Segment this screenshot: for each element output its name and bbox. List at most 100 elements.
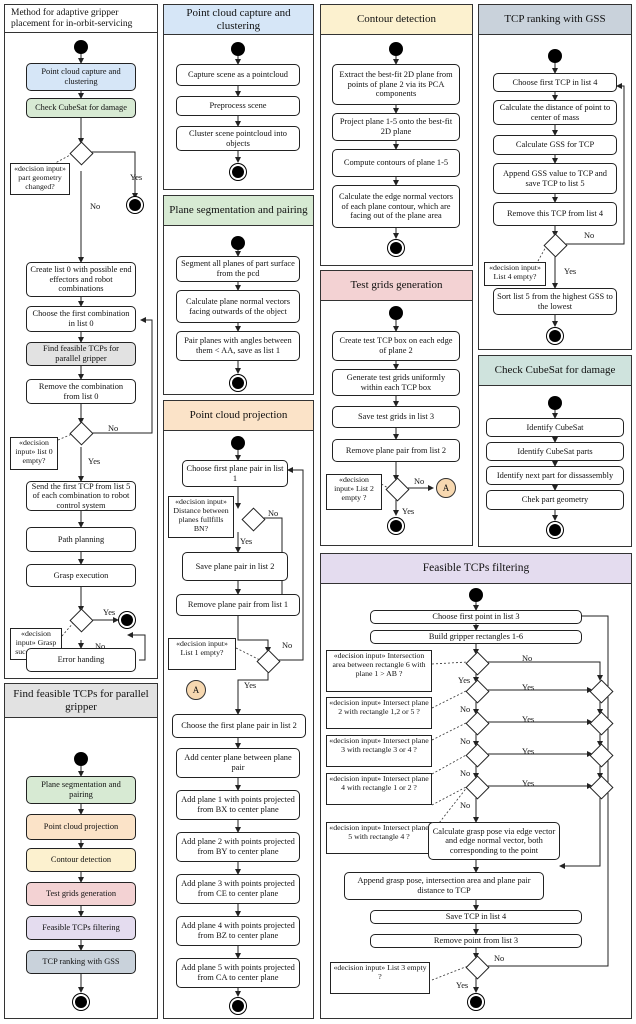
main-end-node-2 bbox=[121, 614, 133, 626]
proj-step-plane1: Add plane 1 with points projected from B… bbox=[176, 790, 300, 820]
ranking-start-node bbox=[548, 49, 562, 63]
contour-step-extract: Extract the best-fit 2D plane from point… bbox=[332, 64, 460, 105]
main-step-find-tcps: Find feasible TCPs for parallel gripper bbox=[26, 342, 136, 366]
find-step-testgrids: Test grids generation bbox=[26, 882, 136, 906]
label-yes: Yes bbox=[402, 507, 415, 516]
find-tcps-start-node bbox=[74, 752, 88, 766]
main-method-title: Method for adaptive gripper placement fo… bbox=[5, 5, 157, 33]
label-yes: Yes bbox=[458, 676, 471, 685]
contour-step-project: Project plane 1-5 onto the best-fit 2D p… bbox=[332, 113, 460, 141]
rank-step-distance: Calculate the distance of point to cente… bbox=[493, 100, 617, 125]
main-step-grasp-execution: Grasp execution bbox=[26, 564, 136, 587]
label-no: No bbox=[584, 231, 595, 240]
capture-step-preprocess: Preprocess scene bbox=[176, 96, 300, 116]
filter-step-grasp-pose: Calculate grasp pose via edge vector and… bbox=[428, 822, 560, 860]
damage-title: Check CubeSat for damage bbox=[479, 356, 631, 386]
filter-note-list3: «decision input» List 3 empty ? bbox=[330, 962, 430, 994]
main-decision-note-geometry: «decision input» part geometry changed? bbox=[10, 163, 70, 195]
damage-step-geometry: Chek part geometry bbox=[486, 490, 624, 510]
label-yes: Yes bbox=[88, 457, 101, 466]
label-no: No bbox=[95, 642, 106, 651]
filter-step-choose: Choose first point in list 3 bbox=[370, 610, 582, 624]
damage-end-node bbox=[549, 524, 561, 536]
main-step-check-damage: Check CubeSat for damage bbox=[26, 98, 136, 118]
main-step-capture: Point cloud capture and clustering bbox=[26, 63, 136, 91]
capture-end-node bbox=[232, 166, 244, 178]
proj-step-plane3: Add plane 3 with points projected from C… bbox=[176, 874, 300, 904]
segmentation-start-node bbox=[231, 236, 245, 250]
contour-step-compute: Compute contours of plane 1-5 bbox=[332, 149, 460, 177]
filter-step-rectangles: Build gripper rectangles 1-6 bbox=[370, 630, 582, 644]
damage-step-next: Identify next part for dissassembly bbox=[486, 466, 624, 485]
main-decision-note-list0: «decision input» list 0 empty? bbox=[10, 437, 58, 470]
damage-start-node bbox=[548, 396, 562, 410]
contour-title: Contour detection bbox=[321, 5, 472, 35]
label-yes: Yes bbox=[522, 683, 535, 692]
projection-end-node bbox=[232, 1000, 244, 1012]
label-yes: Yes bbox=[130, 173, 143, 182]
proj-step-plane5: Add plane 5 with points projected from C… bbox=[176, 958, 300, 988]
label-no: No bbox=[522, 654, 533, 663]
label-no: No bbox=[90, 202, 101, 211]
label-yes: Yes bbox=[522, 747, 535, 756]
filter-step-append: Append grasp pose, intersection area and… bbox=[344, 872, 544, 900]
find-step-projection: Point cloud projection bbox=[26, 814, 136, 840]
grid-decision-note-list2: «decision input» List 2 empty ? bbox=[326, 474, 382, 510]
rank-step-remove: Remove this TCP from list 4 bbox=[493, 202, 617, 226]
main-step-send-tcp: Send the first TCP from list 5 of each c… bbox=[26, 481, 136, 511]
damage-step-identify: Identify CubeSat bbox=[486, 418, 624, 437]
main-step-choose-combination: Choose the first combination in list 0 bbox=[26, 306, 136, 332]
testgrids-start-node bbox=[389, 306, 403, 320]
projection-title: Point cloud projection bbox=[164, 401, 313, 431]
label-no: No bbox=[460, 705, 471, 714]
capture-step-capture: Capture scene as a pointcloud bbox=[176, 64, 300, 86]
testgrids-title: Test grids generation bbox=[321, 271, 472, 301]
label-no: No bbox=[460, 737, 471, 746]
main-step-remove-combination: Remove the combination from list 0 bbox=[26, 379, 136, 404]
label-yes: Yes bbox=[103, 608, 116, 617]
label-yes: Yes bbox=[522, 715, 535, 724]
filter-note-1: «decision input» Intersection area betwe… bbox=[326, 650, 432, 692]
rank-step-choose: Choose first TCP in list 4 bbox=[493, 73, 617, 92]
label-no: No bbox=[282, 641, 293, 650]
rank-step-append: Append GSS value to TCP and save TCP to … bbox=[493, 163, 617, 194]
segmentation-end-node bbox=[232, 377, 244, 389]
ranking-end-node bbox=[549, 330, 561, 342]
find-tcps-title: Find feasible TCPs for parallel gripper bbox=[5, 684, 157, 718]
segmentation-title: Plane segmentation and pairing bbox=[164, 196, 313, 226]
filtering-end-node bbox=[470, 996, 482, 1008]
filter-note-5: «decision input» Intersect plane 5 with … bbox=[326, 822, 432, 854]
proj-step-choose-first-list2: Choose the first plane pair in list 2 bbox=[172, 714, 306, 738]
filter-note-2: «decision input» Intersect plane 2 with … bbox=[326, 697, 432, 729]
filtering-title: Feasible TCPs filtering bbox=[321, 554, 631, 584]
proj-step-choose-pair: Choose first plane pair in list 1 bbox=[182, 460, 288, 487]
proj-step-plane4: Add plane 4 with points projected from B… bbox=[176, 916, 300, 946]
main-start-node bbox=[74, 40, 88, 54]
find-step-segmentation: Plane segmentation and pairing bbox=[26, 776, 136, 804]
grid-connector-a: A bbox=[436, 478, 456, 498]
label-no: No bbox=[414, 477, 425, 486]
find-step-contour: Contour detection bbox=[26, 848, 136, 872]
label-no: No bbox=[460, 801, 471, 810]
proj-step-save-pair: Save plane pair in list 2 bbox=[182, 552, 288, 581]
grid-step-generate: Generate test grids uniformly within eac… bbox=[332, 369, 460, 396]
main-step-error-handing: Error handing bbox=[26, 648, 136, 672]
main-end-node-1 bbox=[129, 199, 141, 211]
capture-title: Point cloud capture and clustering bbox=[164, 5, 313, 35]
capture-start-node bbox=[231, 42, 245, 56]
ranking-title: TCP ranking with GSS bbox=[479, 5, 631, 35]
testgrids-end-node bbox=[390, 520, 402, 532]
label-no: No bbox=[460, 769, 471, 778]
label-yes: Yes bbox=[564, 267, 577, 276]
label-yes: Yes bbox=[240, 537, 253, 546]
main-step-path-planning: Path planning bbox=[26, 527, 136, 552]
damage-step-parts: Identify CubeSat parts bbox=[486, 442, 624, 461]
rank-step-sort: Sort list 5 from the highest GSS to the … bbox=[493, 288, 617, 315]
contour-start-node bbox=[389, 42, 403, 56]
filtering-start-node bbox=[469, 588, 483, 602]
proj-step-center-plane: Add center plane between plane pair bbox=[176, 748, 300, 778]
label-yes: Yes bbox=[244, 681, 257, 690]
find-step-filtering: Feasible TCPs filtering bbox=[26, 916, 136, 940]
filter-note-4: «decision input» Intersect plane 4 with … bbox=[326, 773, 432, 805]
rank-step-gss: Calculate GSS for TCP bbox=[493, 135, 617, 155]
